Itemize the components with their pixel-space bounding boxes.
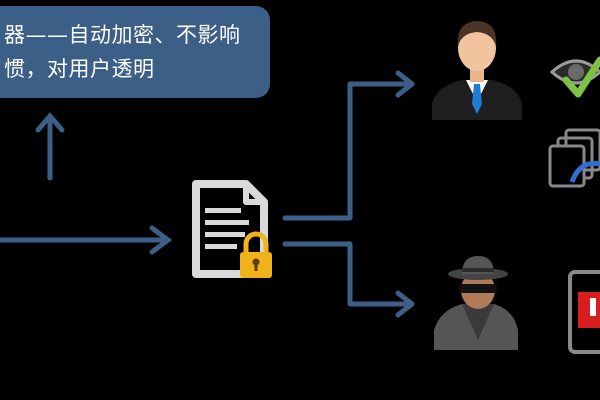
eye-check-icon [549, 56, 600, 98]
alert-panel-icon [568, 270, 600, 354]
callout-line-2: 惯，对用户透明 [4, 57, 155, 81]
up-arrow [35, 112, 65, 181]
businessman-icon [432, 21, 522, 120]
encrypted-document-icon [192, 180, 272, 278]
file-stack-icon [548, 128, 600, 188]
spy-icon [434, 256, 518, 350]
padlock-icon [240, 231, 272, 278]
callout-line-1: 器——自动加密、不影响 [4, 23, 241, 47]
feature-callout: 器——自动加密、不影响 惯，对用户透明 [0, 6, 270, 98]
authorized-branch-arrow [282, 70, 415, 221]
input-arrow [0, 225, 173, 255]
unauthorized-branch-arrow [282, 241, 415, 318]
